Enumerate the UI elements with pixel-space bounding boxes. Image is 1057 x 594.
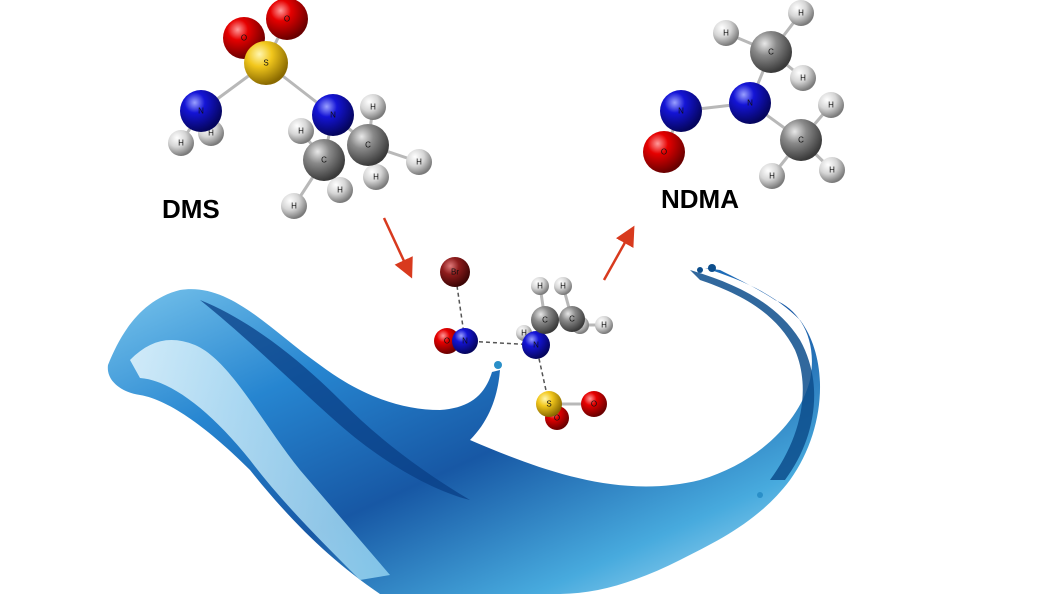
atom-n [452, 328, 478, 354]
atom-n [660, 90, 702, 132]
atom-h [281, 193, 307, 219]
atom-h [788, 0, 814, 26]
atom-label: H [298, 127, 304, 136]
atom-s [244, 41, 288, 85]
atom-label: H [829, 166, 835, 175]
atom-label: H [560, 282, 566, 291]
atom-label: H [291, 202, 297, 211]
ndma-molecule: H H H H H H C N N O C [643, 0, 845, 189]
atom-label: H [723, 29, 729, 38]
atom-h [360, 94, 386, 120]
atom-h [595, 316, 613, 334]
atom-h [531, 277, 549, 295]
atom-br [440, 257, 470, 287]
atom-h [713, 20, 739, 46]
reaction-arrow-in [382, 217, 413, 279]
atom-label: H [800, 74, 806, 83]
atom-c [559, 306, 585, 332]
water-droplet [494, 361, 502, 369]
atom-label: O [241, 34, 247, 43]
atom-label: O [284, 15, 290, 24]
atom-label: H [208, 129, 214, 138]
atom-n [522, 331, 550, 359]
atom-h [790, 65, 816, 91]
ndma-label: NDMA [661, 184, 739, 214]
atom-label: S [546, 400, 551, 409]
atom-label: H [521, 329, 527, 338]
atom-label: C [321, 156, 327, 165]
water-splash-tail [690, 270, 815, 480]
water-splash [107, 264, 821, 594]
atom-h [168, 130, 194, 156]
atom-o [434, 328, 460, 354]
water-droplet [757, 492, 763, 498]
atom-o [266, 0, 308, 40]
atom-label: N [198, 107, 204, 116]
intermediate-complex: HHHHHOONCSONCBr [434, 257, 613, 430]
dms-molecule: H H H H H H H H O O N N C C S [168, 0, 432, 219]
atom-o [643, 131, 685, 173]
atom-label: H [601, 321, 607, 330]
atom-h [818, 92, 844, 118]
atom-label: H [537, 282, 543, 291]
water-splash-body [107, 268, 821, 594]
atom-c [531, 306, 559, 334]
reaction-arrow-out [602, 225, 635, 281]
atom-n [729, 82, 771, 124]
atom-c [780, 119, 822, 161]
atom-h [363, 164, 389, 190]
atom-label: O [661, 148, 667, 157]
atom-label: H [178, 139, 184, 148]
atom-n [312, 94, 354, 136]
atom-label: C [542, 316, 548, 325]
atom-h [554, 277, 572, 295]
atom-label: N [533, 341, 539, 350]
atom-label: H [769, 172, 775, 181]
atom-label: N [330, 111, 336, 120]
water-droplet [708, 264, 716, 272]
atom-h [819, 157, 845, 183]
atom-label: C [768, 48, 774, 57]
water-splash-highlight [130, 340, 390, 580]
atom-s [536, 391, 562, 417]
atom-label: H [416, 158, 422, 167]
atom-n [180, 90, 222, 132]
atom-label: Br [451, 268, 459, 277]
atom-h [288, 118, 314, 144]
atom-label: C [569, 315, 575, 324]
atom-c [347, 124, 389, 166]
atom-label: C [365, 141, 371, 150]
water-droplet [697, 267, 703, 273]
atom-label: H [370, 103, 376, 112]
reaction-arrows [382, 217, 635, 281]
atom-label: H [828, 101, 834, 110]
atom-label: N [678, 107, 684, 116]
dms-label: DMS [162, 194, 220, 224]
atom-label: O [554, 414, 560, 423]
atom-label: N [747, 99, 753, 108]
atom-label: N [462, 337, 468, 346]
atom-label: O [444, 337, 450, 346]
atom-c [750, 31, 792, 73]
atom-h [327, 177, 353, 203]
atom-c [303, 139, 345, 181]
atom-h [759, 163, 785, 189]
atom-label: C [798, 136, 804, 145]
atom-label: H [337, 186, 343, 195]
atom-label: H [798, 9, 804, 18]
atom-label: O [591, 400, 597, 409]
atom-label: H [373, 173, 379, 182]
atom-label: S [263, 59, 268, 68]
atom-h [406, 149, 432, 175]
atom-o [581, 391, 607, 417]
water-splash-dark-streak [200, 300, 470, 500]
